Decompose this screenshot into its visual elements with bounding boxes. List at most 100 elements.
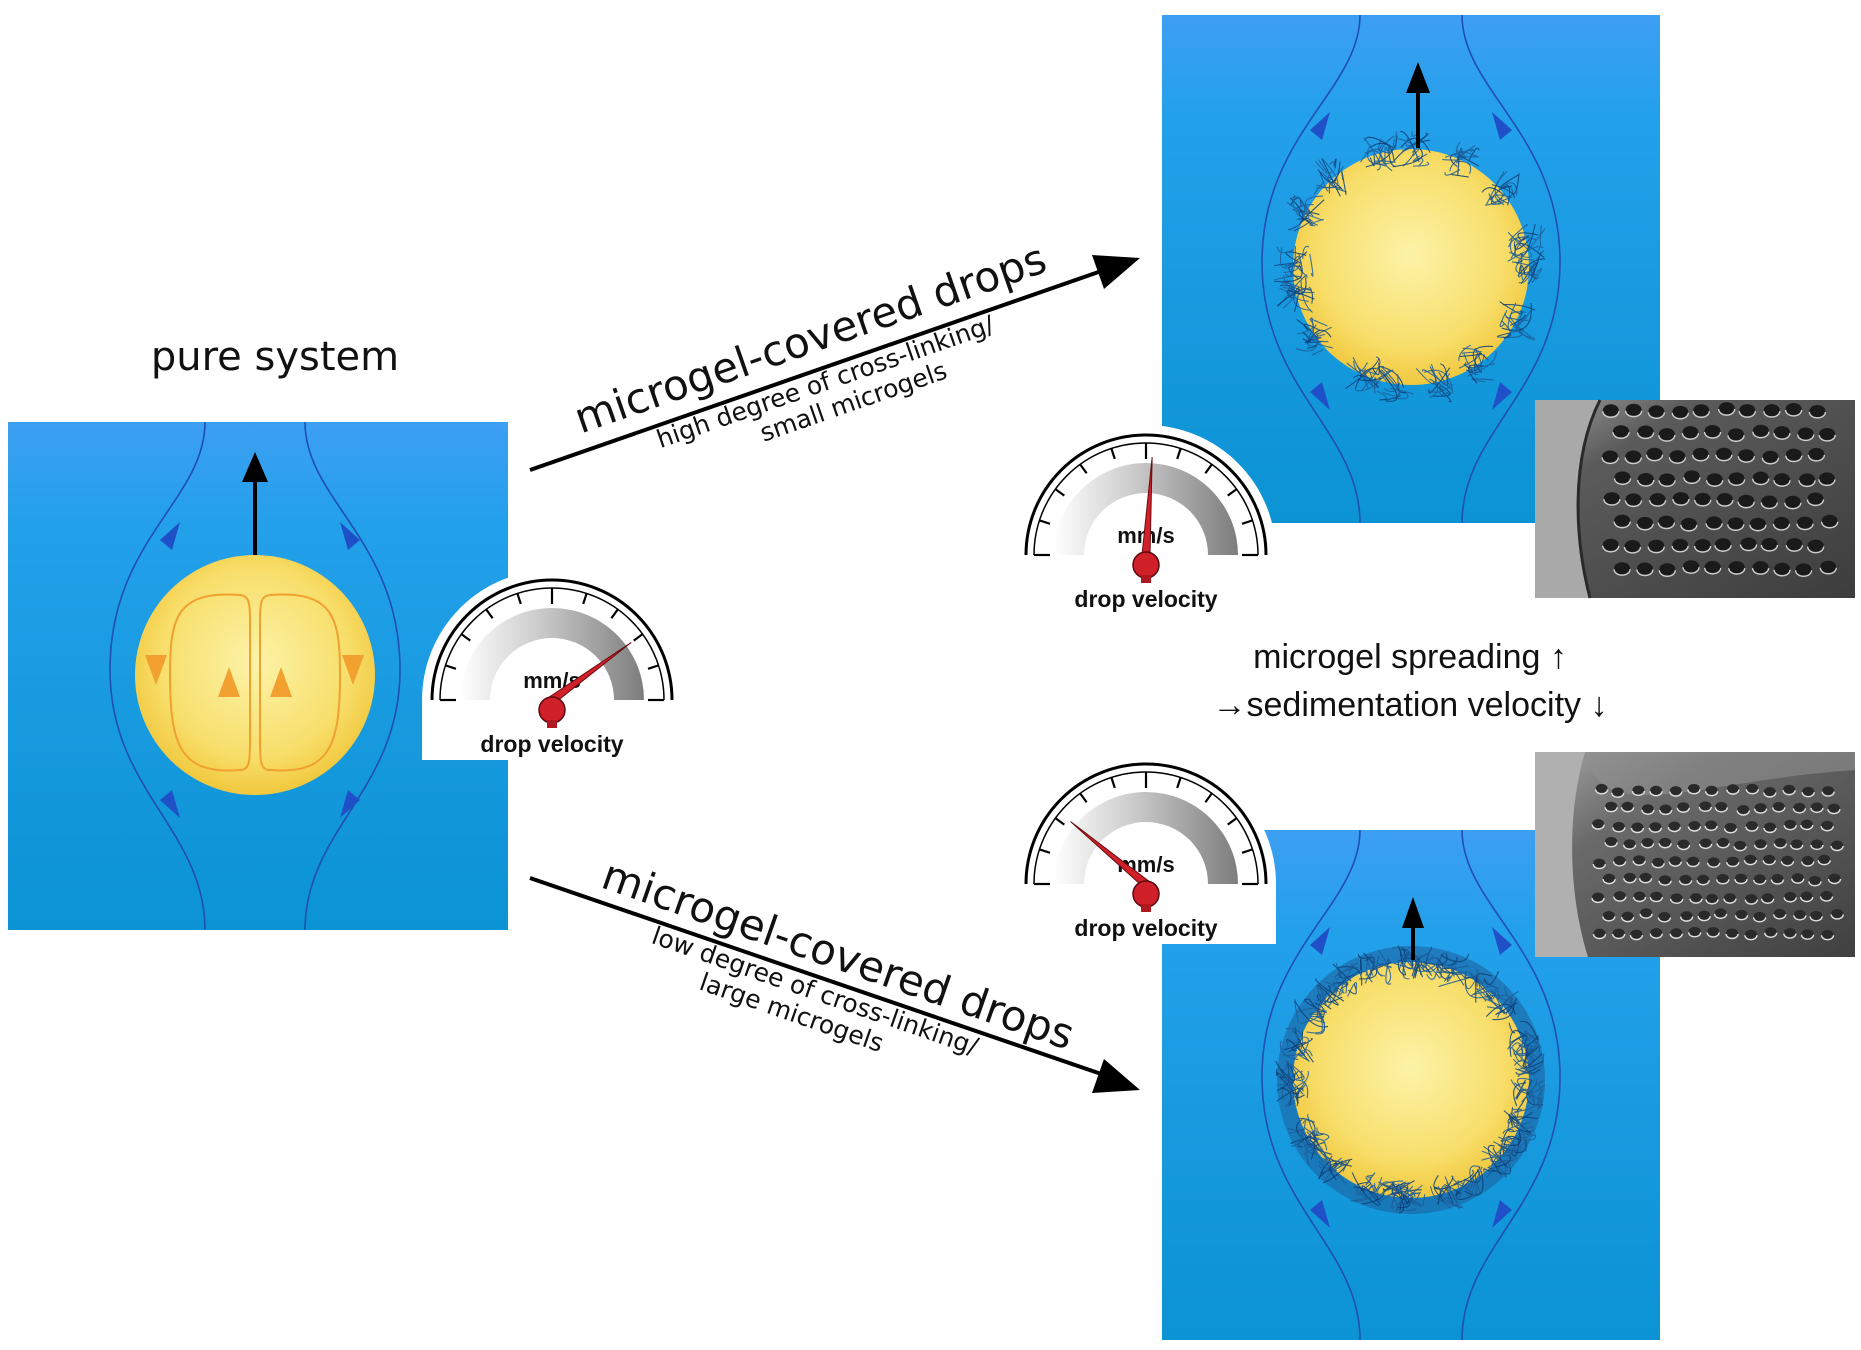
sem-dimple-rim	[1672, 499, 1690, 506]
sem-dimple	[1791, 873, 1804, 883]
microgel-particle	[1452, 1165, 1484, 1201]
sem-dimple-rim	[1827, 878, 1842, 885]
sem-dimple-rim	[1678, 880, 1693, 886]
sem-dimple-rim	[1624, 500, 1643, 508]
sem-dimple-rim	[1671, 545, 1689, 553]
sem-dimple	[1688, 821, 1701, 831]
sem-dimple-rim	[1739, 544, 1758, 552]
triangle-down-icon	[145, 655, 167, 685]
sem-dimple-rim	[1753, 844, 1768, 850]
sem-dimple-rim	[1638, 878, 1653, 884]
sem-dimple-rim	[1764, 932, 1778, 939]
gauge-tick	[1176, 777, 1182, 789]
sem-dimple-rim	[1808, 411, 1827, 419]
sem-dimple	[1738, 494, 1755, 507]
sem-dimple	[1632, 785, 1645, 795]
sem-dimple	[1764, 927, 1777, 937]
flow-arrow-icon	[1310, 1200, 1330, 1228]
flow-arrow-icon	[1492, 1200, 1512, 1228]
sem-dimple	[1784, 495, 1801, 508]
sem-dimple-rim	[1611, 933, 1626, 940]
sem-dimple	[1784, 819, 1797, 829]
sem-dimple-rim	[1820, 826, 1834, 832]
sem-dimple-rim	[1716, 499, 1734, 507]
sem-dimple-rim	[1743, 860, 1758, 866]
sem-dimple-rim	[1817, 860, 1831, 866]
gauge-pivot	[538, 696, 566, 724]
sem-dimple-rim	[1773, 480, 1791, 487]
gauge-band	[1054, 463, 1238, 555]
sem-dimple	[1793, 909, 1806, 919]
sem-dimple-rim	[1649, 933, 1663, 939]
sem-dimple	[1773, 908, 1786, 918]
sem-dimple-rim	[1797, 434, 1815, 442]
microgel-particle	[1357, 950, 1392, 985]
sem-dimple	[1605, 801, 1618, 811]
sem-dimple	[1715, 538, 1732, 551]
internal-arrows	[145, 655, 364, 697]
sem-dimple	[1621, 911, 1634, 921]
sem-dimple-rim	[1602, 916, 1616, 922]
sem-dimple	[1699, 838, 1712, 848]
sem-dimple-rim	[1728, 568, 1746, 575]
sem-dimple	[1726, 928, 1739, 938]
sem-dimple-rim	[1725, 933, 1739, 940]
gauge-tick	[485, 608, 494, 619]
gauge-tick	[647, 664, 659, 670]
flow-arrowheads	[1310, 112, 1512, 410]
flow-arrowheads	[1310, 927, 1512, 1228]
sem-dimple-rim	[1658, 570, 1676, 577]
sem-dimple-rim	[1682, 567, 1700, 574]
microgel-particle	[1332, 962, 1368, 998]
sem-dimple-rim	[1762, 860, 1776, 866]
sem-dimple-rim	[1602, 411, 1620, 418]
sem-dimple	[1646, 447, 1663, 460]
sem-dimple	[1698, 910, 1711, 920]
sem-dimple	[1818, 472, 1835, 485]
sem-dimple-rim	[1772, 523, 1791, 531]
microgel-particle	[1435, 953, 1470, 988]
sem-dimple	[1763, 854, 1776, 864]
sem-dimple	[1735, 873, 1748, 883]
sem-dimple-rim	[1737, 501, 1755, 509]
sem-dimple-rim	[1668, 861, 1682, 867]
microgel-particle	[1496, 301, 1536, 341]
sem-dimple	[1670, 928, 1683, 938]
sem-dimple	[1820, 891, 1833, 901]
sem-dimple	[1740, 537, 1757, 550]
sem-dimple-rim	[1636, 432, 1655, 440]
sem-dimple	[1677, 802, 1690, 812]
sem-dimple-rim	[1801, 792, 1815, 798]
sem-dimple-rim	[1714, 807, 1729, 813]
sem-dimple-rim	[1783, 897, 1797, 903]
sem-dimple	[1603, 873, 1616, 883]
microgel-particle	[1274, 245, 1314, 283]
sem-dimple-rim	[1645, 454, 1664, 462]
sem-dimple	[1688, 926, 1701, 936]
internal-circulation	[168, 593, 342, 772]
sem-dimple	[1706, 473, 1723, 486]
sem-dimple-rim	[1734, 878, 1748, 885]
gauge-tick	[1039, 848, 1051, 854]
sem-dimple-rim	[1648, 827, 1663, 833]
sem-dimple	[1797, 516, 1814, 529]
sem-dimple-rim	[1636, 523, 1654, 531]
microgel-particle	[1301, 1130, 1332, 1166]
sem-dimple-rim	[1818, 434, 1836, 442]
sem-dimple-rim	[1751, 568, 1770, 575]
rise-arrow	[1402, 897, 1424, 960]
sem-dimple-rim	[1782, 790, 1796, 796]
sem-dimple-rim	[1602, 545, 1620, 553]
sem-dimple	[1592, 892, 1605, 902]
sem-dimple	[1715, 447, 1732, 460]
sem-dimple-rim	[1698, 806, 1712, 813]
flow-arrowheads	[160, 522, 360, 818]
sem-dimple	[1630, 929, 1643, 939]
sem-dimple	[1807, 492, 1824, 505]
sem-dimple-rim	[1629, 935, 1644, 941]
sem-dimple-rim	[1753, 808, 1768, 814]
flow-arrow-icon	[160, 790, 180, 818]
microgel-particle	[1286, 194, 1325, 232]
sem-dimple	[1738, 449, 1755, 462]
